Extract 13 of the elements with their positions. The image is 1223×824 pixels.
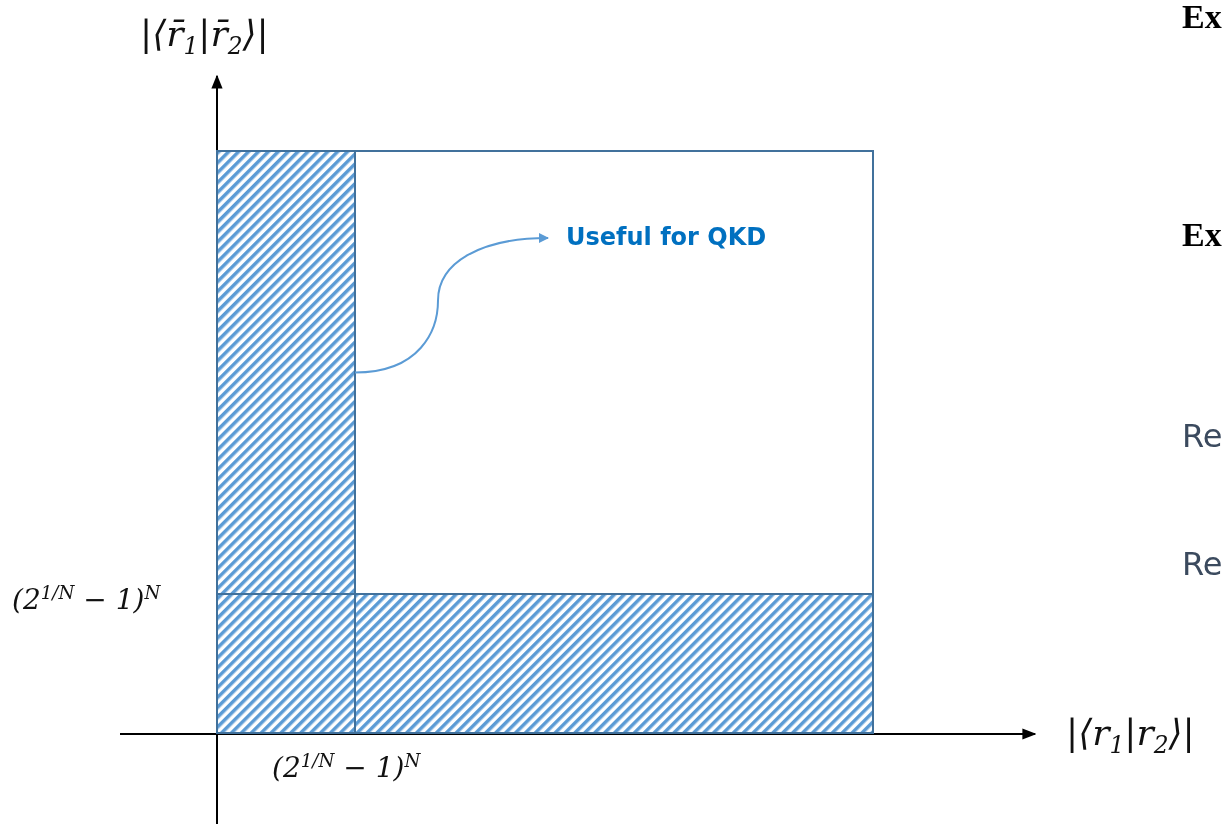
- text-label: Re: [1182, 420, 1223, 452]
- text-label: Re: [1182, 548, 1223, 580]
- region-label: Useful for QKD: [566, 225, 767, 249]
- hatched-region: [355, 594, 873, 733]
- text-label: Ex: [1182, 218, 1222, 252]
- region-box: [355, 151, 873, 594]
- axis-label: (2$^{1/N}$ − 1)$^{N}$: [272, 750, 421, 785]
- text-label: Ex: [1182, 0, 1222, 34]
- axis-label: (2$^{1/N}$ − 1)$^{N}$: [12, 582, 161, 617]
- hatched-region: [217, 151, 355, 733]
- axis-label: |⟨r̄$_{1}$|r̄$_{2}$⟩|: [140, 12, 269, 61]
- curved-arrow: [354, 233, 549, 374]
- axis-label: |⟨r$_{1}$|r$_{2}$⟩|: [1066, 711, 1195, 760]
